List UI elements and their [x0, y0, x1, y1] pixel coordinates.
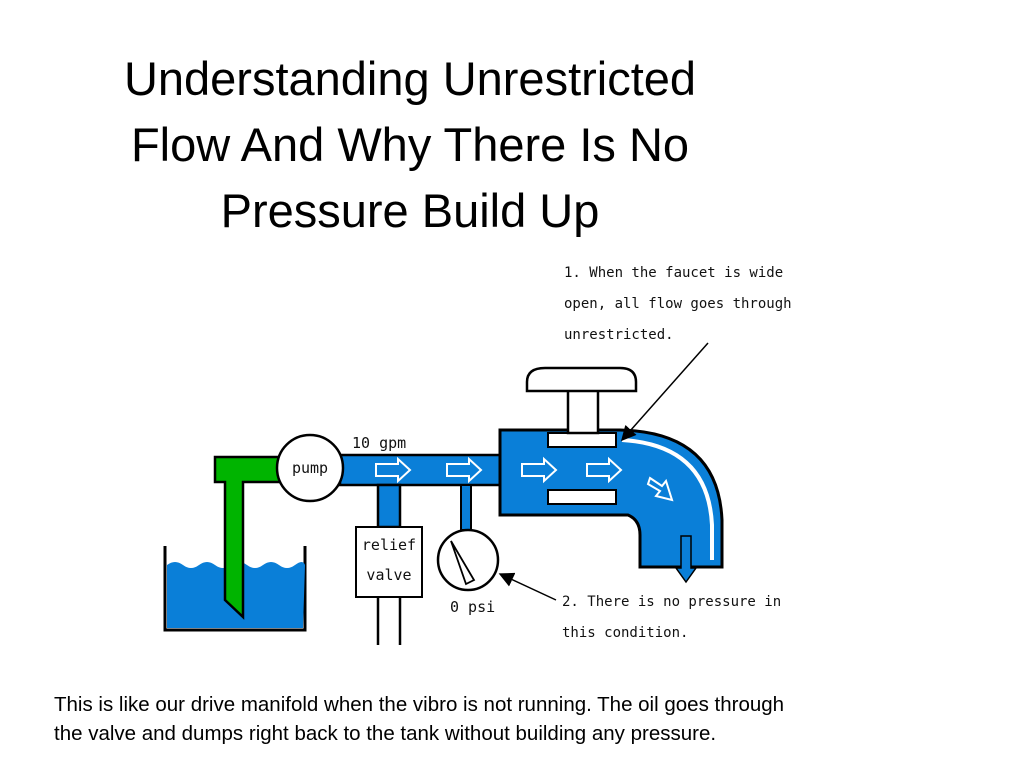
- title-line-1: Understanding Unrestricted: [123, 52, 697, 105]
- explanation-line-1: This is like our drive manifold when the…: [54, 693, 785, 716]
- return-lines: [376, 597, 402, 645]
- callout-1-line-3: unrestricted.: [564, 327, 674, 343]
- flow-rate-label: 10 gpm: [352, 434, 406, 452]
- flow-arrow-3: [521, 456, 558, 484]
- title-line-3: Pressure Build Up: [220, 184, 600, 237]
- callout-1-line-1: 1. When the faucet is wide: [564, 265, 783, 281]
- pressure-gauge: 0 psi: [436, 528, 500, 616]
- flow-arrows: [375, 456, 674, 502]
- callout-2-line-1: 2. There is no pressure in: [562, 594, 781, 610]
- gauge-label: 0 psi: [450, 598, 495, 616]
- flow-arrow-1: [375, 456, 412, 484]
- callout-1: 1. When the faucet is wide open, all flo…: [564, 265, 792, 442]
- explanation-text: This is like our drive manifold when the…: [54, 690, 994, 748]
- explanation-line-2: the valve and dumps right back to the ta…: [54, 722, 717, 745]
- relief-valve-label-1: relief: [362, 536, 416, 554]
- flow-arrow-4: [586, 456, 623, 484]
- faucet: [498, 366, 724, 584]
- flow-arrow-2: [446, 456, 483, 484]
- relief-valve-label-2: valve: [366, 566, 411, 584]
- slide-title: Understanding Unrestricted Flow And Why …: [40, 46, 780, 244]
- pump-label: pump: [292, 459, 328, 477]
- flow-arrow-5: [646, 476, 674, 502]
- callout-1-line-2: open, all flow goes through: [564, 296, 792, 312]
- pressure-line: [338, 453, 504, 531]
- relief-valve: relief valve: [355, 526, 423, 598]
- title-line-2: Flow And Why There Is No: [130, 118, 690, 171]
- callout-2-line-2: this condition.: [562, 625, 688, 641]
- callout-2: 2. There is no pressure in this conditio…: [498, 572, 781, 641]
- pump: pump: [275, 433, 345, 503]
